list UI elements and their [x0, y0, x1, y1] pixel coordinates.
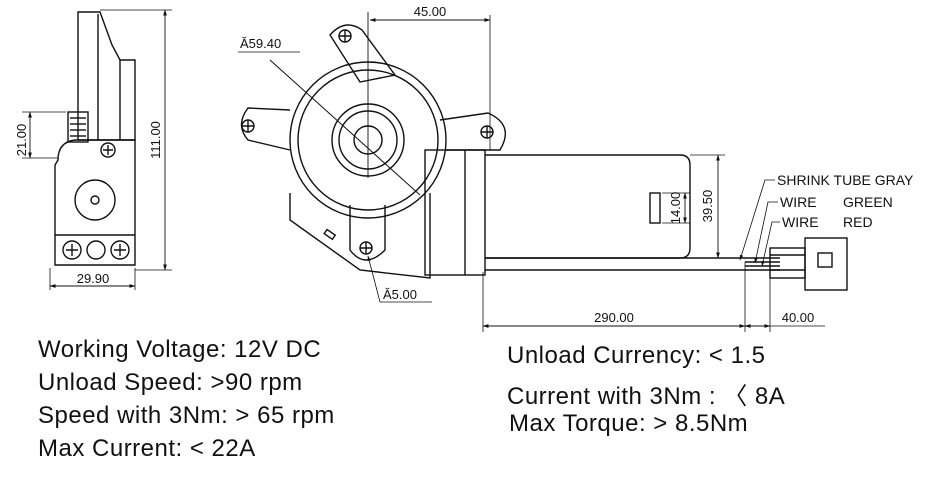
- spec-working-voltage: Working Voltage: 12V DC: [38, 336, 322, 363]
- spec-current-3nm: Current with 3Nm : 〈 8A: [507, 383, 786, 410]
- front-view: [238, 12, 848, 332]
- callout-wire-2: WIRE: [782, 214, 819, 230]
- dim-hole-diameter: Ă5.00: [383, 287, 417, 302]
- callout-shrink-tube: SHRINK TUBE GRAY: [777, 172, 914, 188]
- dim-housing-diameter: Ă59.40: [240, 36, 281, 51]
- dim-motor-height: 39.50: [700, 190, 715, 223]
- side-view: [22, 9, 172, 290]
- spec-speed-3nm: Speed with 3Nm: > 65 rpm: [38, 402, 335, 429]
- dim-gear-height: 21.00: [14, 124, 29, 157]
- spec-unload-current: Unload Currency: < 1.5: [507, 342, 766, 369]
- dim-total-height: 111.00: [148, 121, 163, 159]
- spec-max-current: Max Current: < 22A: [38, 435, 256, 462]
- callout-wire-1-color: GREEN: [843, 194, 893, 210]
- dim-shaft: 14.00: [668, 192, 683, 225]
- callout-wire-2-color: RED: [843, 214, 873, 230]
- spec-unload-speed: Unload Speed: >90 rpm: [38, 369, 303, 396]
- dim-connector: 40.00: [782, 310, 815, 325]
- spec-max-torque: Max Torque: > 8.5Nm: [509, 410, 749, 437]
- dim-width: 29.90: [77, 271, 110, 286]
- callout-wire-1: WIRE: [780, 194, 817, 210]
- dim-mount-offset: 45.00: [414, 4, 447, 19]
- dim-wire-length: 290.00: [594, 310, 634, 325]
